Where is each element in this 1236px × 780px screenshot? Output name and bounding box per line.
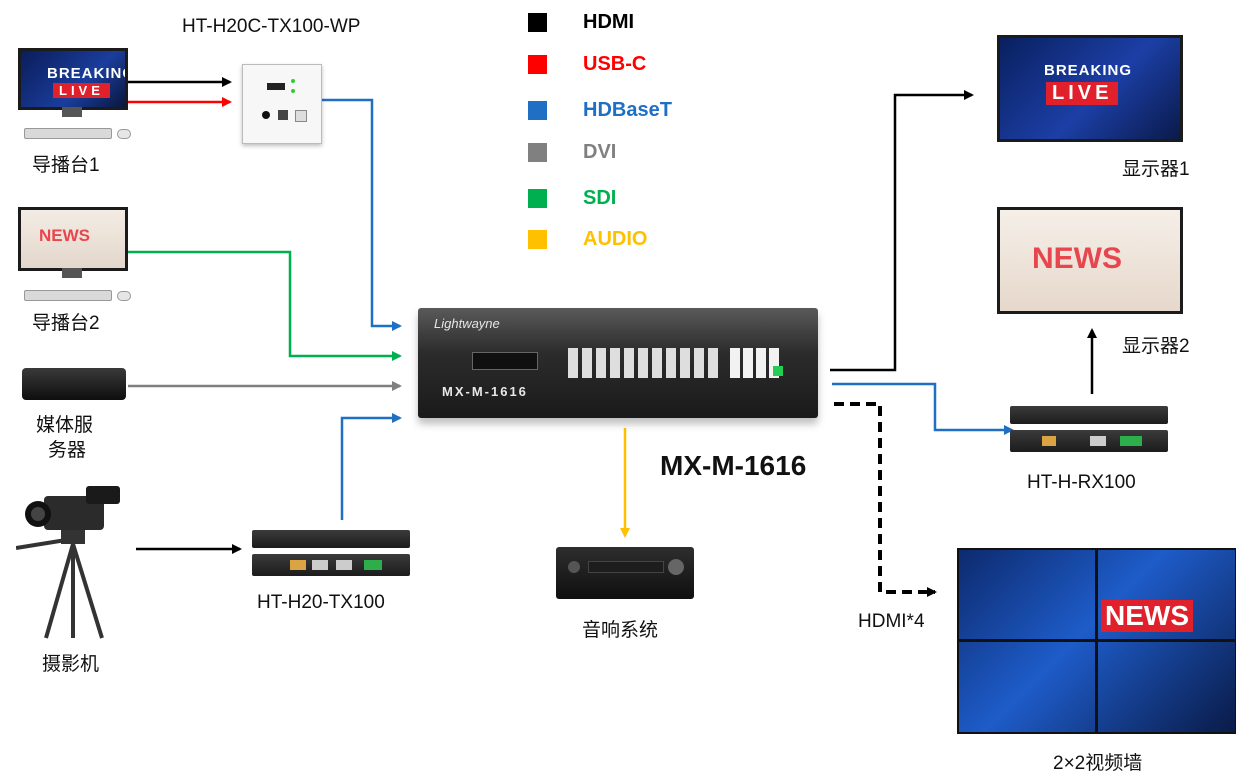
- audio-label: 音响系统: [582, 620, 659, 641]
- legend-label-audio: AUDIO: [583, 227, 648, 250]
- display2-screen: NEWS: [997, 207, 1183, 314]
- matrix-control-buttons: [730, 348, 780, 378]
- console2-label: 导播台2: [32, 313, 100, 334]
- transmitter-label: HT-H20-TX100: [257, 592, 385, 613]
- wallplate-usbc-port: [278, 110, 288, 120]
- matrix-model-text: MX-M-1616: [442, 384, 528, 399]
- camera-device: [15, 478, 131, 648]
- console2-device: NEWS: [18, 207, 131, 302]
- legend-item-hdbaset: HDBaseT: [528, 99, 672, 121]
- legend-item-sdi: SDI: [528, 187, 616, 209]
- matrix-lcd: [472, 352, 538, 370]
- legend-item-audio: AUDIO: [528, 228, 647, 250]
- wire-hdbaset-receiver: [832, 382, 1014, 435]
- transmitter-front-panel: [252, 554, 410, 576]
- legend-item-usbc: USB-C: [528, 53, 646, 75]
- legend-item-hdmi: HDMI: [528, 11, 634, 33]
- legend-label-usbc: USB-C: [583, 52, 647, 75]
- wallplate-button: [262, 111, 270, 119]
- audio-device: [556, 547, 694, 599]
- legend-label-sdi: SDI: [583, 186, 617, 209]
- display1-live-text: LIVE: [1046, 82, 1119, 105]
- display1-screen: BREAKING LIVE: [997, 35, 1183, 142]
- media-server-label-line2: 务器: [48, 440, 87, 461]
- media-server-device: [22, 368, 126, 400]
- console1-label: 导播台1: [32, 155, 100, 176]
- wallplate-led-2: [291, 89, 295, 93]
- console1-keyboard: [24, 128, 112, 139]
- display1-label: 显示器1: [1122, 159, 1190, 180]
- wallplate-label: HT-H20C-TX100-WP: [182, 16, 361, 37]
- wallplate-hdmi-port: [267, 83, 285, 90]
- legend-swatch-sdi: [528, 188, 547, 208]
- display2-news-text: NEWS: [1032, 242, 1122, 275]
- receiver-top-panel: [1010, 406, 1168, 424]
- video-wall-label: 2×2视频墙: [1053, 753, 1143, 774]
- console1-device: BREAKING LIVE: [18, 48, 131, 140]
- wallplate-network-port: [295, 110, 307, 122]
- console1-screen: BREAKING LIVE: [18, 48, 128, 110]
- console2-mouse: [117, 291, 131, 301]
- display2-label: 显示器2: [1122, 336, 1190, 357]
- wire-hdmi-display1: [830, 90, 974, 372]
- legend-item-dvi: DVI: [528, 141, 616, 163]
- legend-label-hdmi: HDMI: [583, 10, 635, 33]
- receiver-front-panel: [1010, 430, 1168, 452]
- wire-sdi-console2: [128, 250, 402, 361]
- console1-mouse: [117, 129, 131, 139]
- receiver-device: [1010, 406, 1170, 452]
- display1-breaking-text: BREAKING: [1044, 62, 1133, 79]
- receiver-label: HT-H-RX100: [1027, 472, 1136, 493]
- console1-breaking-text: BREAKING: [47, 65, 128, 82]
- legend-swatch-hdmi: [528, 12, 547, 32]
- matrix-status-led: [773, 366, 783, 376]
- matrix-input-buttons: [568, 348, 718, 378]
- camera-label: 摄影机: [42, 654, 100, 675]
- camera-icon: [15, 486, 120, 639]
- video-wall-divider-h: [959, 639, 1235, 642]
- matrix-brand: Lightwayne: [434, 316, 500, 331]
- media-server-label-line1: 媒体服: [36, 415, 94, 436]
- legend-swatch-usbc: [528, 54, 547, 74]
- matrix-device: Lightwayne MX-M-1616: [418, 308, 818, 418]
- console1-stand: [62, 107, 82, 117]
- wallplate-led: [291, 79, 295, 83]
- matrix-label: MX-M-1616: [660, 450, 807, 481]
- console2-keyboard: [24, 290, 112, 301]
- console1-live-text: LIVE: [53, 83, 110, 98]
- legend-swatch-hdbaset: [528, 100, 547, 120]
- wire-hdmi-video-wall: [834, 402, 937, 597]
- transmitter-top-panel: [252, 530, 410, 548]
- wire-hdbaset-transmitter: [340, 413, 402, 520]
- hdmi-count-label: HDMI*4: [858, 611, 925, 632]
- legend-swatch-dvi: [528, 142, 547, 162]
- wallplate-device: [242, 64, 322, 144]
- console2-news-text: NEWS: [39, 226, 90, 245]
- transmitter-device: [252, 530, 412, 578]
- video-wall-news-text: NEWS: [1101, 600, 1193, 632]
- console2-screen: NEWS: [18, 207, 128, 271]
- legend-label-hdbaset: HDBaseT: [583, 98, 672, 121]
- wire-hdbaset-wallplate: [322, 98, 402, 331]
- video-wall: NEWS: [957, 548, 1236, 734]
- legend-swatch-audio: [528, 229, 547, 249]
- legend-label-dvi: DVI: [583, 140, 617, 163]
- console2-stand: [62, 268, 82, 278]
